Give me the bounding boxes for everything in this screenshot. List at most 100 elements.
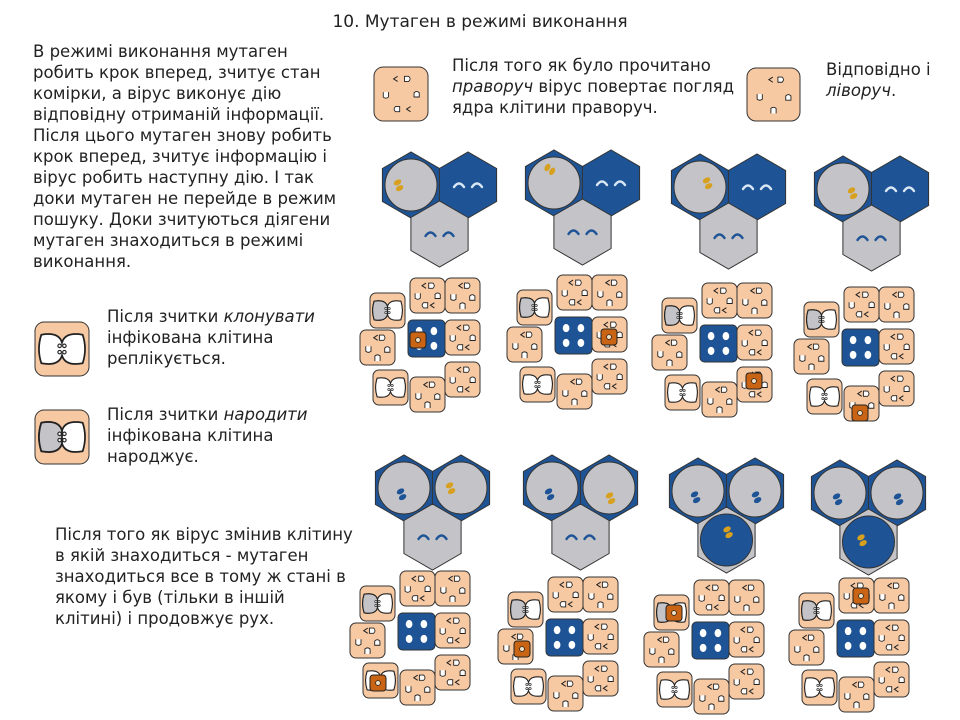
blue-core-tile <box>545 618 584 657</box>
diagen-tile <box>556 274 593 311</box>
diagen-tile <box>399 669 436 706</box>
diagen-tile <box>399 570 436 607</box>
mutagen-marker-icon <box>851 404 869 422</box>
hex-cluster <box>381 151 498 268</box>
hex-cluster <box>374 454 491 571</box>
bowtie-tile <box>801 669 838 706</box>
right-caption-after: вірус повертає погляд ядра клітини право… <box>452 77 734 117</box>
hex-cell-icon <box>403 503 462 571</box>
birth-diagen-icon <box>34 409 90 465</box>
diagen-tile <box>838 676 875 713</box>
mutagen-marker-icon <box>745 372 763 390</box>
hex-cell-icon <box>553 198 612 266</box>
diagen-tile <box>788 629 825 666</box>
diagen-tile <box>359 329 396 366</box>
bowtie-tile <box>369 292 406 329</box>
birth-caption-before: Після зчитки <box>107 405 224 424</box>
hex-cell-icon <box>551 503 610 571</box>
diagen-tile <box>556 373 593 410</box>
clone-verb: клонувати <box>223 307 315 326</box>
mutagen-marker-icon <box>665 604 683 622</box>
bowtie-tile <box>516 289 553 326</box>
bowtie-tile <box>664 374 701 411</box>
blue-core-tile <box>699 324 738 363</box>
hex-cluster <box>670 153 787 270</box>
right-turn-caption: Після того як було прочитано праворуч ві… <box>452 55 742 118</box>
diagen-tile <box>547 675 584 712</box>
diagen-tile <box>651 334 688 371</box>
left-caption-after: . <box>890 81 897 100</box>
blue-core-tile <box>836 619 875 658</box>
bowtie-tile <box>798 592 835 629</box>
mutagen-marker-icon <box>513 640 531 658</box>
diagen-tile <box>873 619 910 656</box>
bowtie-tile <box>359 585 396 622</box>
hex-cell-icon <box>842 204 901 272</box>
blue-core-tile <box>841 328 880 367</box>
diagen-tile <box>736 282 773 319</box>
blue-core-tile <box>554 316 593 355</box>
bowtie-tile <box>806 378 843 415</box>
diagen-tile <box>728 621 765 658</box>
mutagen-marker-icon <box>409 331 427 349</box>
clone-caption: Після зчитки клонувати інфікована клітин… <box>107 306 347 369</box>
hex-cell-icon <box>699 202 758 270</box>
birth-caption-after: інфікована клітина народжує. <box>107 426 274 466</box>
diagen-tile <box>643 631 680 668</box>
diagen-tile <box>878 370 915 407</box>
birth-caption: Після зчитки народити інфікована клітина… <box>107 404 347 467</box>
right-turn-diagen-icon <box>373 66 429 122</box>
diagen-tile <box>349 622 386 659</box>
hex-cluster <box>813 155 930 272</box>
hex-cluster <box>524 149 641 266</box>
left-caption-before: Відповідно і <box>826 60 931 79</box>
diagen-tile <box>444 361 481 398</box>
hex-cell-icon <box>410 200 469 268</box>
bowtie-tile <box>661 297 698 334</box>
diagen-tile <box>878 286 915 323</box>
diagen-tile <box>506 326 543 363</box>
diagen-tile <box>728 579 765 616</box>
diagen-tile <box>728 663 765 700</box>
diagen-tile <box>693 579 730 616</box>
bowtie-tile <box>507 591 544 628</box>
diagen-tile <box>434 612 471 649</box>
after-change-text: Після того як вірус змінив клітину в які… <box>55 525 353 628</box>
diagen-tile <box>701 381 738 418</box>
intro-text: В режимі виконання мутаген робить крок в… <box>33 42 337 271</box>
diagen-tile <box>793 338 830 375</box>
diagen-tile <box>409 277 446 314</box>
diagen-tile <box>409 376 446 413</box>
left-turn-diagen-icon <box>746 67 801 122</box>
mutagen-marker-icon <box>369 674 387 692</box>
bowtie-tile <box>656 671 693 708</box>
diagen-tile <box>591 274 628 311</box>
diagen-tile <box>582 576 619 613</box>
diagen-tile <box>843 286 880 323</box>
diagen-tile <box>582 660 619 697</box>
diagen-tile <box>434 654 471 691</box>
clone-caption-after: інфікована клітина реплікується. <box>107 328 274 368</box>
diagen-tile <box>591 358 628 395</box>
birth-verb: народити <box>223 405 308 424</box>
diagen-tile <box>434 570 471 607</box>
left-verb: ліворуч <box>826 81 891 100</box>
bowtie-tile <box>519 366 556 403</box>
diagen-tile <box>444 277 481 314</box>
diagen-tile <box>873 577 910 614</box>
mutagen-marker-icon <box>600 328 618 346</box>
left-turn-caption: Відповідно і ліворуч. <box>826 59 946 101</box>
bowtie-tile <box>803 301 840 338</box>
blue-core-tile <box>691 621 730 660</box>
clone-caption-before: Після зчитки <box>107 307 224 326</box>
blue-core-tile <box>397 612 436 651</box>
bowtie-tile <box>372 369 409 406</box>
diagen-tile <box>878 328 915 365</box>
diagen-tile <box>693 678 730 715</box>
diagen-tile <box>444 319 481 356</box>
bowtie-tile <box>510 668 547 705</box>
right-verb: праворуч <box>452 77 534 96</box>
diagen-tile <box>701 282 738 319</box>
diagen-tile <box>582 618 619 655</box>
